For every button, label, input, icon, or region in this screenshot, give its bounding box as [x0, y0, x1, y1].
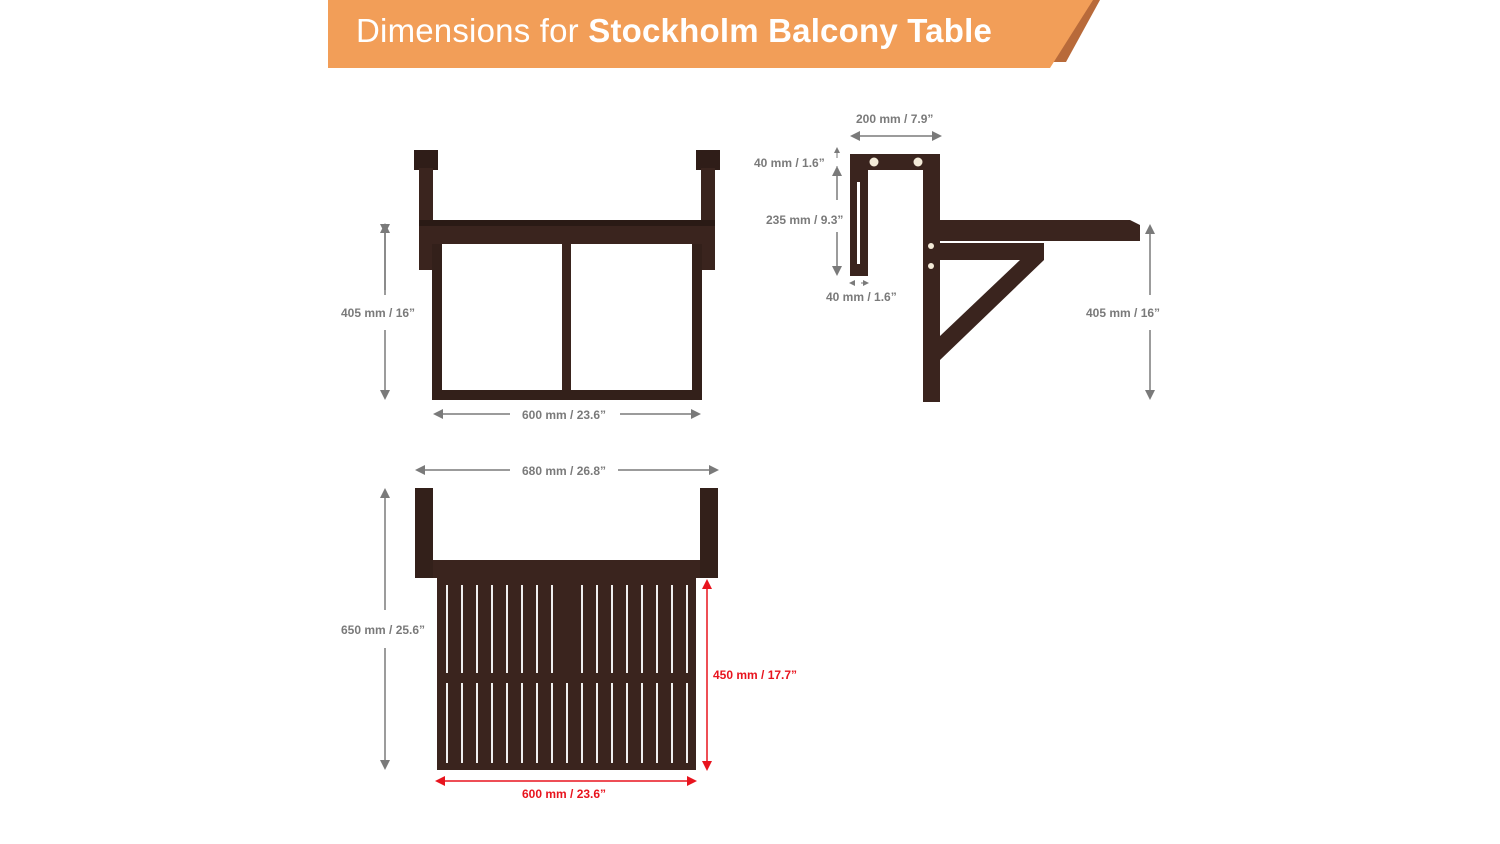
front-view	[380, 150, 720, 419]
top-view	[380, 465, 719, 786]
title-banner: Dimensions for Stockholm Balcony Table	[328, 0, 1108, 70]
front-height-label: 405 mm / 16”	[341, 306, 416, 320]
side-height-label: 405 mm / 16”	[1086, 306, 1161, 320]
top-overall-width-label: 680 mm / 26.8”	[522, 464, 607, 478]
title-product: Stockholm Balcony Table	[588, 12, 992, 49]
side-depth-label: 200 mm / 7.9”	[856, 112, 934, 126]
tabletop-depth-label: 450 mm / 17.7”	[713, 668, 798, 682]
side-bracket-width-label: 40 mm / 1.6”	[826, 290, 897, 304]
page-title: Dimensions for Stockholm Balcony Table	[356, 12, 992, 50]
tabletop-width-label: 600 mm / 23.6”	[522, 787, 607, 801]
title-prefix: Dimensions for	[356, 12, 589, 49]
slat-gaps	[446, 585, 688, 763]
front-width-label: 600 mm / 23.6”	[522, 408, 607, 422]
top-overall-height-label: 650 mm / 25.6”	[341, 623, 426, 637]
side-bracket-top-label: 40 mm / 1.6”	[754, 156, 825, 170]
side-view	[832, 131, 1155, 402]
side-bracket-height-label: 235 mm / 9.3”	[766, 213, 844, 227]
banner-shape	[328, 0, 1100, 68]
